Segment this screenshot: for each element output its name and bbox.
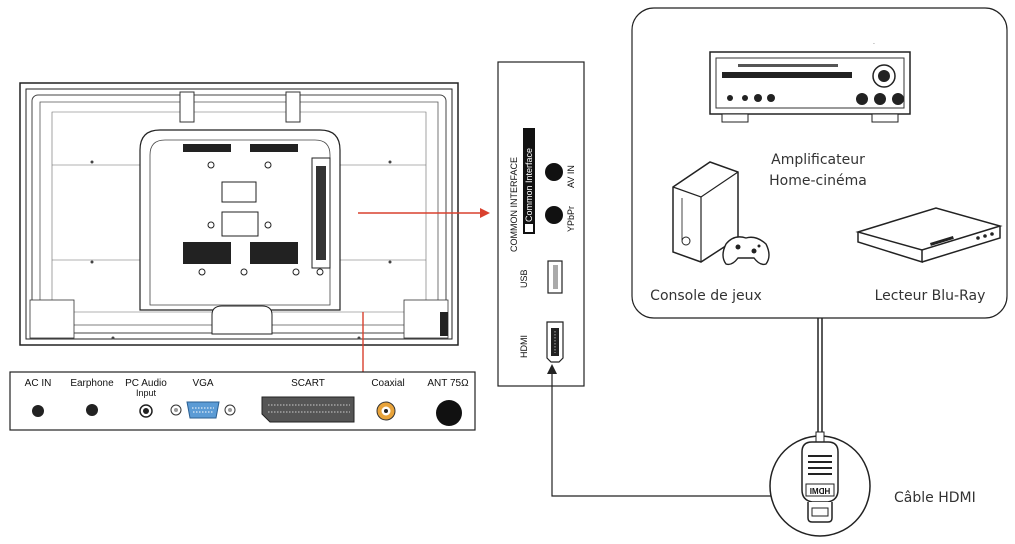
ypbpr-port (545, 206, 563, 224)
tick-mark: ˙ (873, 42, 876, 51)
amplifier-label-line1: Amplificateur (771, 152, 865, 168)
amplifier-label-line2: Home-cinéma (769, 173, 867, 189)
av-in-port (545, 163, 563, 181)
console-label: Console de jeux (650, 288, 762, 304)
coaxial-port (376, 401, 396, 421)
tv-back (19, 82, 459, 346)
earphone-port (86, 404, 98, 416)
port-label-pc-audio: PC Audio (125, 378, 167, 389)
usb-port (547, 260, 563, 294)
antenna-port (436, 400, 462, 426)
devices-box: Amplificateur Home-cinéma Console de jeu… (631, 7, 1008, 319)
ac-in-port (32, 405, 44, 417)
common-interface-slot: Common Interface (523, 128, 535, 234)
amplifier-icon (709, 51, 911, 123)
port-label-scart: SCART (291, 378, 325, 389)
hdmi-label: HDMI (519, 335, 529, 358)
hdmi-port (546, 321, 564, 363)
usb-label: USB (519, 269, 529, 288)
scart-port (261, 396, 355, 423)
game-console-icon (672, 161, 770, 266)
bluray-label: Lecteur Blu-Ray (875, 288, 986, 304)
hdmi-plug-icon: HDMI (769, 431, 871, 537)
port-label-coaxial: Coaxial (371, 378, 404, 389)
port-label-ac-in: AC IN (25, 378, 52, 389)
port-label-pc-audio-line2: Input (136, 388, 157, 398)
port-label-antenna: ANT 75Ω (427, 378, 469, 389)
svg-text:Common Interface: Common Interface (524, 148, 534, 222)
bottom-port-panel: AC IN Earphone PC Audio Input VGA SCART … (9, 371, 476, 431)
av-in-label: AV IN (566, 165, 576, 188)
vga-port (170, 401, 236, 419)
bluray-player-icon (855, 207, 1003, 264)
side-port-panel: COMMON INTERFACE Common Interface AV IN … (497, 61, 585, 387)
port-label-earphone: Earphone (70, 378, 114, 389)
hdmi-plug-text: HDMI (810, 487, 830, 496)
arrow-to-side-panel (358, 208, 490, 218)
ypbpr-label: YPbPr (566, 206, 576, 232)
hdmi-cable-label: Câble HDMI (894, 490, 976, 506)
hdmi-connection-line (547, 318, 823, 497)
port-label-vga: VGA (192, 378, 213, 389)
common-interface-label: COMMON INTERFACE (509, 157, 519, 252)
